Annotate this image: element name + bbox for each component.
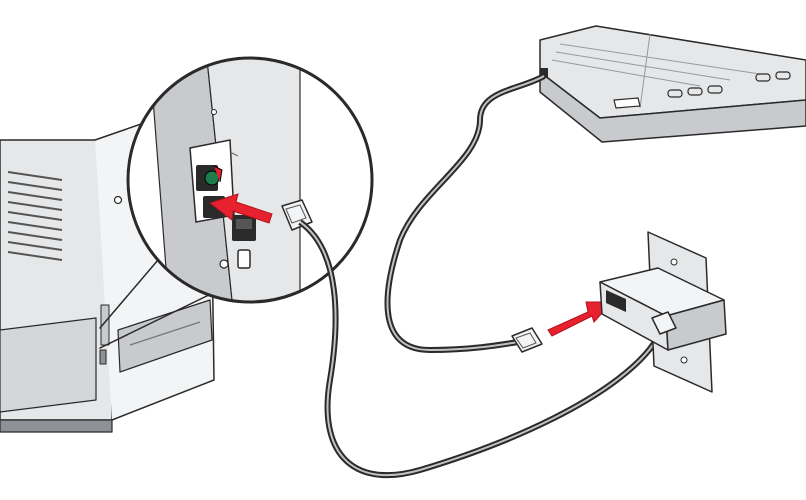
phone-cable-machine-to-wall xyxy=(384,73,546,354)
rj11-plug-loose xyxy=(511,327,543,353)
printer-vent xyxy=(7,171,63,261)
insert-arrow-icon xyxy=(208,193,273,224)
wall-jack-splitter-icon xyxy=(599,231,727,393)
magnifier-inset-icon xyxy=(99,56,374,349)
phone-cable-printer-to-wall xyxy=(298,219,667,478)
answering-machine-icon xyxy=(539,25,806,143)
